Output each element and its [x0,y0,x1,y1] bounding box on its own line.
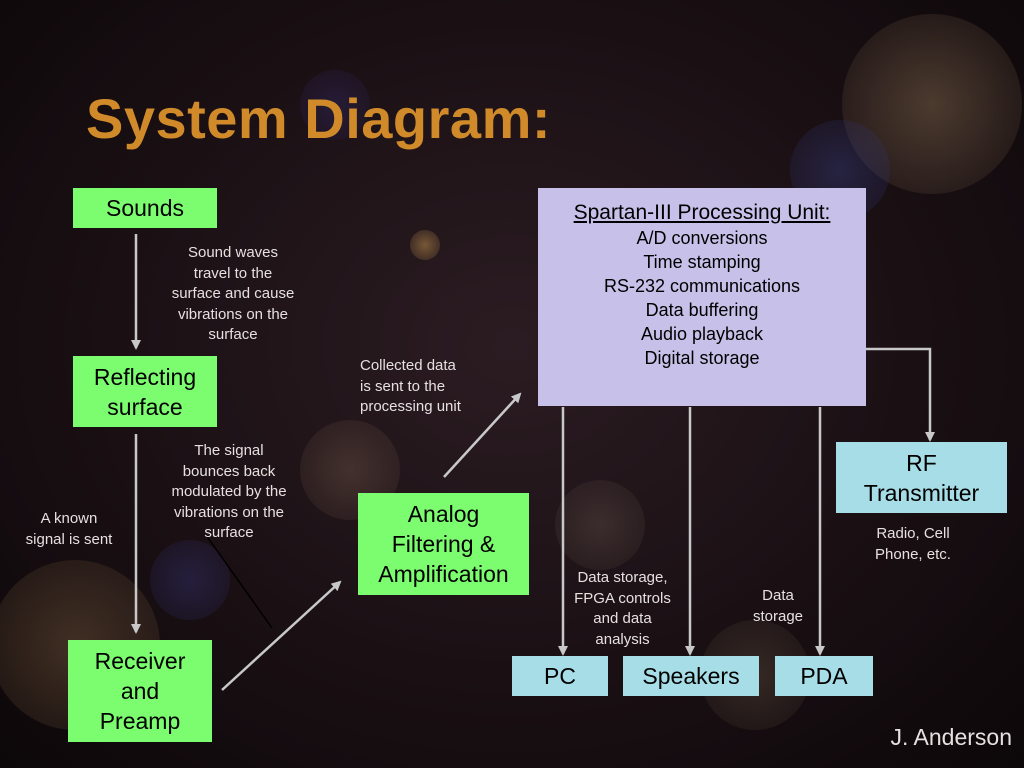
node-speakers: Speakers [623,656,759,696]
node-label-line: surface [107,393,183,420]
note-radio-cell: Radio, Cell Phone, etc. [858,524,968,565]
node-label-line: and [120,678,160,704]
note-line: The signal [194,442,264,459]
node-label-line: Transmitter [863,479,980,506]
note-line: vibrations on the [177,305,289,323]
note-line: modulated by the [171,483,287,500]
note-known-signal: A known signal is sent [14,509,124,550]
node-analog-filtering: Analog Filtering & Amplification [358,493,529,595]
arrow-processor-to-rf [866,347,935,442]
note-data-storage: Data storage [738,586,818,627]
note-line: travel to the [193,264,273,282]
note-line: is sent to the [360,377,446,395]
arrow-analog-to-processor [443,392,522,478]
node-pc-label: PC [544,663,576,689]
note-line: Collected data [360,357,456,374]
note-line: Sound waves [187,244,279,261]
note-line: vibrations on the [173,503,285,521]
note-line: Data storage, [577,569,668,586]
decorative-dark-line [205,534,273,629]
processor-function: Digital storage [644,348,760,368]
author-credit: J. Anderson [890,724,1012,750]
node-label-line: Preamp [99,708,181,734]
note-line: processing unit [360,398,461,415]
node-rf-transmitter: RF Transmitter [836,442,1007,513]
node-reflecting-surface: Reflecting surface [73,356,217,427]
node-label-line: RF [906,449,937,476]
note-line: signal is sent [25,530,113,548]
note-line: surface [204,524,254,541]
processor-function: RS-232 communications [603,276,801,296]
note-line: surface and cause [171,285,295,302]
node-label-line: Receiver [94,648,186,674]
note-line: bounces back [182,462,276,480]
node-pc: PC [512,656,608,696]
page-title: System Diagram: [86,87,552,150]
note-collected-data: Collected data is sent to the processing… [360,356,490,418]
note-line: A known [40,510,98,527]
node-spartan-processing-unit: Spartan-III Processing Unit: A/D convers… [538,188,866,406]
processor-function: Data buffering [645,300,759,320]
node-receiver-preamp: Receiver and Preamp [68,640,212,742]
arrow-receiver-to-analog [221,580,342,691]
note-line: and data [593,610,652,627]
node-label-line: Reflecting [93,363,197,390]
note-sound-waves: Sound waves travel to the surface and ca… [158,243,308,346]
note-line: Data [762,587,794,604]
processor-function: Time stamping [643,252,761,272]
note-line: storage [752,607,804,625]
note-line: analysis [595,630,650,648]
note-line: FPGA controls [574,589,671,607]
node-label-line: Analog [407,501,480,527]
processor-function: Audio playback [640,324,764,344]
node-speakers-label: Speakers [642,663,740,689]
node-sounds: Sounds [73,188,217,228]
node-sounds-label: Sounds [105,195,184,221]
note-line: Radio, Cell [876,525,950,542]
note-line: Phone, etc. [875,545,951,563]
node-pda: PDA [775,656,873,696]
node-pda-label: PDA [800,663,848,689]
processor-heading: Spartan-III Processing Unit: [573,201,831,224]
processor-function: A/D conversions [636,228,768,248]
node-label-line: Filtering & [391,531,496,557]
note-signal-bounces: The signal bounces back modulated by the… [154,441,304,544]
note-line: surface [208,326,258,343]
note-data-storage-fpga: Data storage, FPGA controls and data ana… [560,568,685,650]
node-label-line: Amplification [378,561,509,587]
